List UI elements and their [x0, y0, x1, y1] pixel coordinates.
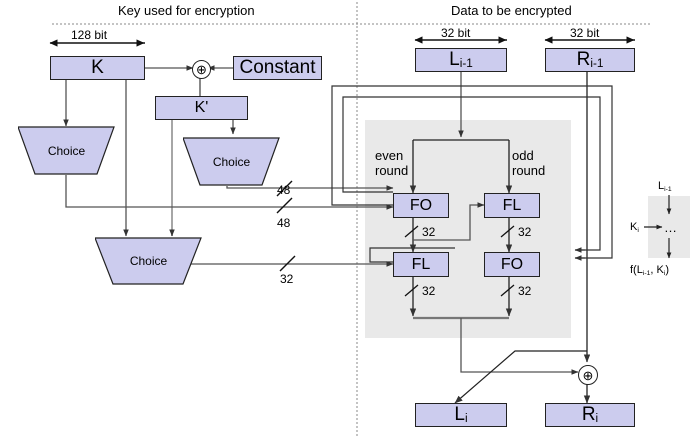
data-input-left-label: L [449, 49, 460, 70]
bus-label-48-bottom: 48 [277, 216, 291, 230]
legend-output-prefix: f(L [630, 264, 643, 276]
data-output-left-label: L [454, 404, 465, 425]
even-round-label: even round [375, 148, 408, 178]
key-xor-symbol: ⊕ [192, 60, 211, 79]
legend-input-label: Li-1 [658, 180, 672, 194]
legend-f-function: Li-1 Ki … f(Li-1, Ki) [630, 176, 696, 286]
choice-bottom-label: Choice [129, 254, 168, 268]
odd-round-label: odd round [512, 148, 545, 178]
title-key-side: Key used for encryption [118, 3, 255, 18]
data-input-right-label: R [576, 49, 591, 70]
data-input-right-sub: i-1 [590, 57, 604, 71]
key-box-k[interactable]: K [50, 56, 145, 80]
data-output-right-sub: i [595, 412, 599, 426]
key-width-label: 128 bit [71, 28, 108, 42]
legend-arrow-layer [644, 195, 672, 259]
legend-key-label: Ki [630, 221, 639, 235]
legend-key-sub: i [637, 227, 639, 235]
choice-top-left-label: Choice [47, 143, 86, 158]
legend-input-base: L [658, 180, 665, 192]
bus-label-48-top: 48 [277, 183, 291, 197]
block-fo-odd-2[interactable]: FO [484, 252, 540, 277]
legend-output-sub1: i-1 [642, 270, 651, 278]
key-box-kprime[interactable]: K' [155, 96, 248, 120]
odd-round-line2: round [512, 163, 546, 178]
choice-middle-label: Choice [212, 154, 251, 169]
block-fl-odd-1[interactable]: FL [484, 193, 540, 218]
legend-output-suffix: ) [665, 264, 670, 276]
data-output-left-sub: i [464, 412, 468, 426]
choice-middle[interactable]: Choice [182, 137, 280, 186]
constant-box[interactable]: Constant [233, 56, 322, 80]
bus-label-32-c: 32 [422, 284, 436, 298]
legend-output-mid: , K [650, 264, 664, 276]
data-xor-symbol: ⊕ [578, 365, 598, 385]
title-data-side: Data to be encrypted [451, 3, 572, 18]
block-fo-even-1[interactable]: FO [393, 193, 449, 218]
bus-label-32-d: 32 [518, 284, 532, 298]
data-input-left-sub: i-1 [459, 57, 473, 71]
choice-top-left[interactable]: Choice [17, 126, 115, 175]
bus-label-32-a: 32 [422, 225, 436, 239]
data-output-right-label: R [581, 404, 596, 425]
choice-bottom[interactable]: Choice [94, 237, 202, 285]
even-round-line1: even [375, 148, 404, 163]
data-right-width-label: 32 bit [570, 26, 600, 40]
legend-output-sub2: i [663, 270, 666, 278]
bus-label-32-key: 32 [280, 272, 294, 286]
data-left-width-label: 32 bit [441, 26, 471, 40]
legend-key-base: K [630, 221, 638, 233]
legend-output-label: f(Li-1, Ki) [630, 264, 670, 278]
legend-body-dots: … [664, 220, 677, 235]
legend-input-sub: i-1 [664, 186, 672, 194]
odd-round-line1: odd [512, 148, 534, 163]
block-fl-even-2[interactable]: FL [393, 252, 449, 277]
even-round-line2: round [375, 163, 409, 178]
bus-label-32-b: 32 [518, 225, 532, 239]
